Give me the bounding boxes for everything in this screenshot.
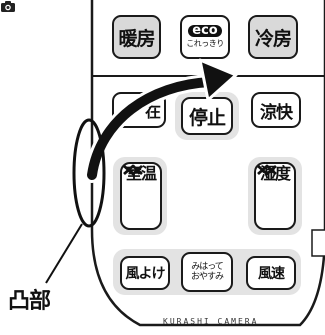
humidity-down-icon[interactable] xyxy=(256,164,278,176)
callout-label: 凸部 xyxy=(8,289,51,314)
stop-button[interactable]: 停止 xyxy=(181,97,233,135)
fan-direction-button[interactable]: 風よけ xyxy=(120,256,170,290)
side-slot xyxy=(311,229,325,257)
arrow-shaft xyxy=(87,77,215,180)
watch-sleep-line2: おやすみ xyxy=(190,272,224,282)
heat-label: 暖房 xyxy=(118,27,155,50)
eco-button[interactable]: eco これっきり xyxy=(180,15,230,59)
temperature-stepper[interactable]: 室温 xyxy=(120,162,162,230)
protrusion-highlight-oval xyxy=(72,118,106,228)
stop-label: 停止 xyxy=(188,106,226,129)
arrow-head-icon xyxy=(198,58,238,102)
cool-label: 冷房 xyxy=(254,27,292,50)
watch-sleep-button[interactable]: みはって おやすみ xyxy=(181,252,233,292)
remote-outline xyxy=(90,0,325,327)
fan-speed-label: 風速 xyxy=(258,266,285,282)
temperature-up-icon[interactable] xyxy=(122,164,144,176)
humidity-up-icon[interactable] xyxy=(256,164,278,176)
heat-button[interactable]: 暖房 xyxy=(112,15,161,59)
camera-icon xyxy=(1,1,15,12)
humidity-stepper[interactable]: 湿度 xyxy=(254,162,296,230)
watch-sleep-line1: みはって xyxy=(191,262,224,272)
eco-sub-label: これっきり xyxy=(186,39,224,48)
watermark-text: KURASHI CAMERA xyxy=(163,317,259,326)
eco-label: eco xyxy=(188,24,222,37)
fan-speed-button[interactable]: 風速 xyxy=(246,256,296,290)
cool-button[interactable]: 冷房 xyxy=(248,15,298,59)
temperature-down-icon[interactable] xyxy=(122,164,144,176)
fresh-label: 涼快 xyxy=(260,102,293,123)
callout-pointer-line xyxy=(45,223,83,284)
fan-direction-label: 風よけ xyxy=(125,266,166,282)
fresh-button[interactable]: 涼快 xyxy=(251,92,301,128)
